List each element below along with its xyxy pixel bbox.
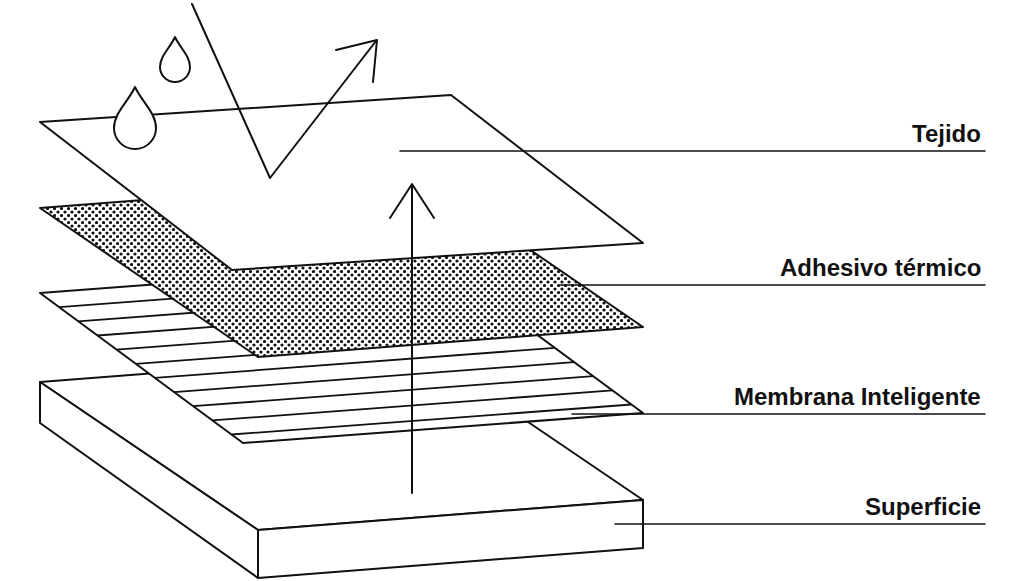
membrane-stripe [232, 405, 632, 435]
reflect-arrowhead [336, 40, 377, 82]
leader-line [615, 523, 985, 525]
water-drop [160, 37, 190, 82]
water-drop [114, 87, 156, 149]
leader-line [400, 150, 985, 152]
leader-line [560, 284, 985, 286]
layer-label: Membrana Inteligente [732, 383, 983, 411]
membrane-stripe [193, 376, 593, 406]
membrane-stripe [155, 348, 555, 378]
layer-label: Tejido [910, 120, 983, 148]
base-slab-top [40, 352, 643, 530]
leader-line [572, 413, 985, 415]
vapour-arrowhead [390, 184, 434, 218]
reflect-arrow [192, 4, 376, 178]
base-slab-side [258, 500, 643, 578]
layer-label: Adhesivo térmico [778, 254, 983, 282]
layer-label: Superficie [863, 493, 983, 521]
vapour-arrow [411, 186, 413, 493]
membrane-stripe [174, 362, 574, 392]
